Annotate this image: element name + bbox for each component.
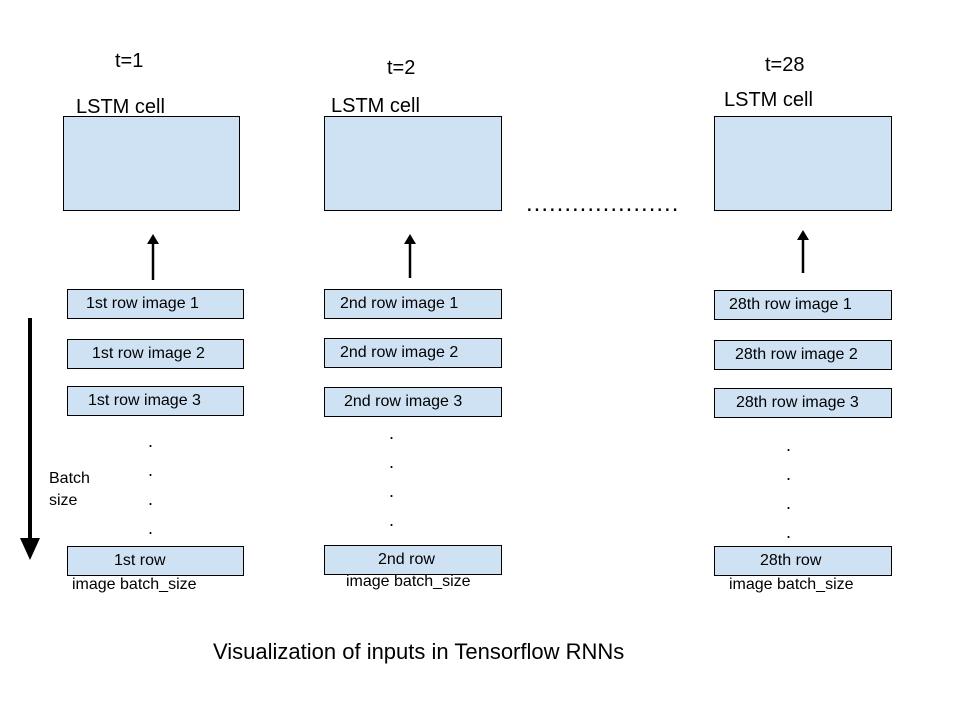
row-box-col2-3: 2nd row image 3	[324, 387, 502, 417]
up-arrow-col2	[404, 234, 416, 278]
last-row-text-line1: 1st row	[114, 552, 166, 569]
ellipsis-dot: .	[786, 522, 792, 542]
batch-size-label: Batch size	[49, 468, 90, 512]
lstm-cell-box-1	[63, 116, 240, 211]
batch-size-label-line1: Batch	[49, 470, 90, 487]
ellipsis-dot: .	[389, 510, 395, 530]
batch-size-label-line2: size	[49, 492, 78, 509]
ellipsis-dot: .	[786, 435, 792, 455]
row-box-col1-2: 1st row image 2	[67, 339, 244, 369]
last-row-text-line1: 28th row	[760, 552, 822, 569]
row-text: 28th row image 3	[736, 394, 859, 411]
last-row-text-line1: 2nd row	[378, 551, 435, 568]
row-box-col1-1: 1st row image 1	[67, 289, 244, 319]
ellipsis-dot: .	[786, 493, 792, 513]
lstm-cell-label-3: LSTM cell	[724, 89, 813, 111]
last-row-box-col3: 28th row	[714, 546, 892, 576]
row-text: 28th row image 1	[729, 296, 852, 313]
columns-ellipsis: ....................	[526, 190, 680, 217]
last-row-text-line2: image batch_size	[729, 576, 854, 593]
row-text: 2nd row image 3	[344, 393, 463, 410]
batch-down-arrow	[20, 318, 40, 560]
row-box-col2-1: 2nd row image 1	[324, 289, 502, 319]
ellipsis-dot: .	[389, 423, 395, 443]
row-box-col1-3: 1st row image 3	[67, 386, 244, 416]
ellipsis-dot: .	[148, 431, 154, 451]
ellipsis-dot: .	[148, 489, 154, 509]
lstm-cell-label-1: LSTM cell	[76, 96, 165, 118]
last-row-box-col1: 1st row	[67, 546, 244, 576]
last-row-text-line2: image batch_size	[72, 576, 197, 593]
row-box-col3-1: 28th row image 1	[714, 290, 892, 320]
ellipsis-dot: .	[389, 452, 395, 472]
last-row-text-line2: image batch_size	[346, 573, 471, 590]
row-text: 28th row image 2	[735, 346, 858, 363]
lstm-cell-label-2: LSTM cell	[331, 95, 420, 117]
last-row-box-col2: 2nd row	[324, 545, 502, 575]
time-label-1: t=1	[115, 50, 144, 72]
lstm-cell-box-3	[714, 116, 892, 211]
row-text: 2nd row image 2	[340, 344, 459, 361]
row-box-col3-3: 28th row image 3	[714, 388, 892, 418]
time-label-2: t=2	[387, 57, 416, 79]
diagram-caption: Visualization of inputs in Tensorflow RN…	[213, 639, 625, 664]
ellipsis-dot: .	[148, 518, 154, 538]
up-arrow-col3	[797, 230, 809, 273]
row-text: 1st row image 3	[88, 392, 201, 409]
up-arrow-col1	[147, 234, 159, 280]
ellipsis-dot: .	[786, 464, 792, 484]
row-text: 1st row image 2	[92, 345, 205, 362]
row-text: 2nd row image 1	[340, 295, 459, 312]
time-label-3: t=28	[765, 54, 805, 76]
ellipsis-dot: .	[389, 481, 395, 501]
lstm-cell-box-2	[324, 116, 502, 211]
row-box-col2-2: 2nd row image 2	[324, 338, 502, 368]
row-text: 1st row image 1	[86, 295, 199, 312]
row-box-col3-2: 28th row image 2	[714, 340, 892, 370]
ellipsis-dot: .	[148, 460, 154, 480]
